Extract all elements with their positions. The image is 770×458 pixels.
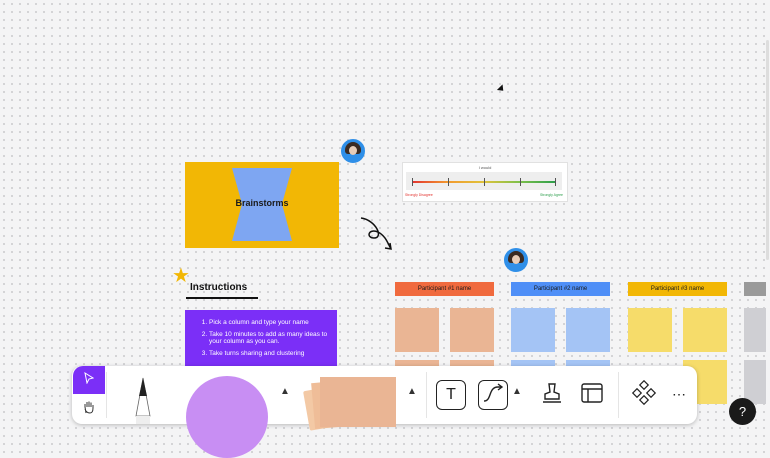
- participant-4-header[interactable]: [744, 282, 766, 296]
- participant-2-header[interactable]: Participant #2 name: [511, 282, 610, 296]
- stamp-tool-button[interactable]: [537, 380, 567, 410]
- instructions-card[interactable]: Pick a column and type your name Take 10…: [185, 310, 337, 370]
- sticky-note-tool[interactable]: [320, 377, 396, 427]
- connector-tool-button[interactable]: [478, 380, 508, 410]
- mouse-cursor-icon: [496, 84, 507, 94]
- sticky-note[interactable]: [683, 308, 727, 352]
- stamp-icon: [543, 383, 561, 403]
- participant-1-header[interactable]: Participant #1 name: [395, 282, 494, 296]
- sticky-note[interactable]: [566, 308, 610, 352]
- instructions-underline: [186, 297, 258, 299]
- chevron-up-icon[interactable]: ▲: [280, 386, 290, 397]
- cursor-arrow-icon: [84, 371, 95, 385]
- connector-icon: [483, 383, 504, 402]
- collaborator-avatar[interactable]: [341, 139, 365, 163]
- sticky-note[interactable]: [744, 308, 766, 352]
- scale-title: I would: [478, 165, 492, 170]
- instructions-title: Instructions: [190, 282, 248, 293]
- sticky-note[interactable]: [511, 308, 555, 352]
- instruction-step: Pick a column and type your name: [209, 319, 329, 326]
- chevron-up-icon[interactable]: ▲: [512, 386, 522, 397]
- sticky-note[interactable]: [395, 308, 439, 352]
- scale-left-label: Strongly Disagree: [405, 193, 433, 197]
- widgets-icon: [631, 379, 657, 406]
- sticky-note[interactable]: [628, 308, 672, 352]
- hand-icon: [84, 401, 94, 414]
- scale-right-label: Strongly Agree: [540, 193, 563, 197]
- instruction-step: Take 10 minutes to add as many ideas to …: [209, 331, 329, 345]
- section-tool-button[interactable]: [577, 380, 607, 410]
- select-tool-button[interactable]: [73, 366, 105, 394]
- collaborator-avatar[interactable]: [504, 248, 528, 272]
- participant-3-header[interactable]: Participant #3 name: [628, 282, 727, 296]
- text-icon: T: [446, 386, 456, 403]
- brainstorm-title: Brainstorms: [235, 198, 289, 208]
- brainstorm-shape: [232, 168, 292, 241]
- sticky-note[interactable]: [744, 360, 766, 404]
- instruction-step: Take turns sharing and clustering: [209, 350, 329, 357]
- squiggle-arrow-icon: [360, 217, 392, 250]
- sticky-note[interactable]: [450, 308, 494, 352]
- shape-tool-circle[interactable]: [186, 376, 268, 458]
- hand-tool-button[interactable]: [73, 396, 105, 424]
- pen-tool-icon[interactable]: [128, 376, 158, 424]
- text-tool-button[interactable]: T: [436, 380, 466, 410]
- help-button[interactable]: ?: [729, 398, 756, 425]
- chevron-up-icon[interactable]: ▲: [407, 386, 417, 397]
- star-icon: ★: [172, 265, 190, 287]
- section-icon: [581, 383, 603, 403]
- vertical-scrollbar[interactable]: [766, 40, 769, 260]
- more-tools-button[interactable]: ⋯: [672, 386, 686, 402]
- widgets-tool-button[interactable]: [629, 379, 659, 410]
